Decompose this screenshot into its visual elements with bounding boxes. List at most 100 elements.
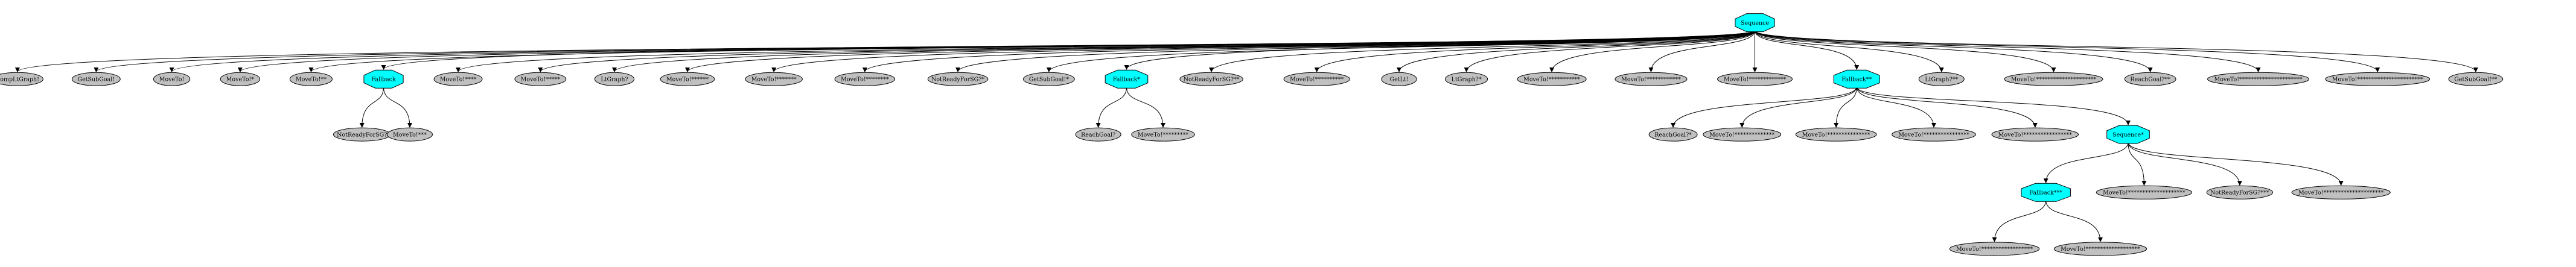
node-label: MoveTo!********************* [2298, 190, 2384, 196]
edge-seq_root-n11 [862, 30, 1756, 73]
node-label: Sequence* [2112, 131, 2144, 138]
edge-fb2-f2a [1095, 87, 1127, 128]
leaf-node-f3a: ReachGoal?* [1648, 127, 1698, 142]
node-label: LtGraph?* [1452, 77, 1482, 83]
node-label: Fallback* [1113, 77, 1141, 83]
ellipse-shape [2448, 72, 2504, 86]
octagon-shape [1833, 69, 1880, 89]
edge-seq_root-n26 [1755, 30, 2478, 73]
edge-fb3-f3c [1834, 87, 1857, 128]
leaf-node-n1: CompLtGraph! [0, 72, 43, 86]
leaf-node-n5: MoveTo!** [289, 72, 333, 86]
edges-layer [15, 30, 2478, 242]
control-node-fb2: Fallback* [1105, 69, 1149, 89]
edge-seq_root-n15 [1314, 30, 1756, 73]
node-label: GetSubGoal! [78, 77, 115, 83]
node-label: GetSubGoal!** [2454, 77, 2497, 83]
edge-seq_root-fb1 [381, 30, 1756, 71]
node-label: MoveTo!******** [841, 77, 889, 83]
edge-seq_root-fb2 [1124, 30, 1756, 71]
leaf-node-f4a: MoveTo!****************** [1949, 242, 2040, 256]
edge-fb2-f2b [1126, 87, 1165, 128]
node-label: MoveTo!********************** [2214, 77, 2302, 83]
edge-fb4-f4a [1992, 200, 2047, 242]
ellipse-shape [2004, 72, 2103, 86]
leaf-node-f1b: MoveTo!*** [386, 127, 433, 142]
ellipse-shape [2207, 72, 2310, 86]
control-node-fb1: Fallback [363, 69, 404, 89]
leaf-node-n17: LtGraph?* [1445, 72, 1488, 86]
node-label: Fallback*** [2029, 190, 2062, 196]
edge-seq_root-n19 [1648, 30, 1756, 73]
leaf-node-n21: LtGraph?** [1918, 72, 1965, 86]
edge-fb4-f4b [2045, 200, 2103, 242]
leaf-node-n15: MoveTo!********** [1283, 72, 1350, 86]
node-label: MoveTo! [159, 77, 185, 83]
ellipse-shape [1918, 72, 1965, 86]
node-label: MoveTo!*** [393, 131, 427, 138]
node-label: MoveTo!**** [440, 77, 477, 83]
leaf-node-n4: MoveTo!* [220, 72, 260, 86]
leaf-node-n7: MoveTo!***** [514, 72, 567, 86]
leaf-node-n11: MoveTo!******** [834, 72, 896, 86]
node-label: LtGraph? [601, 77, 628, 83]
node-label: Sequence [1741, 20, 1769, 27]
control-node-seq2: Sequence* [2106, 125, 2150, 144]
ellipse-shape [289, 72, 333, 86]
edge-seq2-s2a [2128, 142, 2147, 186]
edge-fb3-f3d [1856, 87, 1936, 128]
edge-seq_root-n23 [1755, 30, 2153, 73]
leaf-node-n23: ReachGoal?** [2124, 72, 2176, 86]
edge-seq_root-n25 [1755, 30, 2380, 73]
node-label: MoveTo!******************** [2103, 190, 2185, 196]
edge-seq_root-n10 [771, 30, 1756, 73]
node-label: MoveTo!** [296, 77, 327, 83]
leaf-node-f3d: MoveTo!**************** [1892, 127, 1976, 142]
control-node-seq_root: Sequence [1735, 13, 1775, 33]
node-label: Fallback** [1841, 77, 1872, 83]
node-label: MoveTo!****************** [1956, 246, 2033, 253]
ellipse-shape [1075, 127, 1121, 142]
octagon-shape [1735, 13, 1775, 33]
node-label: NotReadyForSG? [337, 131, 387, 138]
node-label: MoveTo!* [226, 77, 255, 83]
ellipse-shape [1445, 72, 1488, 86]
node-label: MoveTo!**************** [1898, 131, 1969, 138]
ellipse-shape [1131, 127, 1195, 142]
edge-seq_root-n16 [1397, 30, 1756, 73]
node-label: MoveTo!*********** [1523, 77, 1580, 83]
node-label: MoveTo!************ [1621, 77, 1681, 83]
node-label: MoveTo!********* [1138, 131, 1189, 138]
edge-seq_root-fb3 [1755, 30, 1860, 71]
ellipse-shape [2325, 72, 2431, 86]
node-label: NotReadyForSG?*** [2210, 190, 2269, 196]
control-node-fb4: Fallback*** [2021, 183, 2071, 202]
octagon-shape [2021, 183, 2071, 202]
ellipse-shape [1892, 127, 1976, 142]
node-label: MoveTo!*************** [1802, 131, 1870, 138]
ellipse-shape [2124, 72, 2176, 86]
edge-seq_root-n22 [1755, 30, 2056, 73]
ellipse-shape [1648, 127, 1698, 142]
node-label: CompLtGraph! [0, 77, 39, 83]
edge-seq_root-n17 [1464, 30, 1756, 73]
ellipse-shape [1717, 72, 1793, 86]
ellipse-shape [2096, 185, 2193, 199]
ellipse-shape [927, 72, 989, 86]
leaf-node-f3e: MoveTo!***************** [1991, 127, 2079, 142]
edge-fb3-f3e [1856, 87, 2038, 128]
leaf-node-n20: MoveTo!************* [1717, 72, 1793, 86]
leaf-node-f4b: MoveTo!******************* [2053, 242, 2147, 256]
node-label: GetLt! [1390, 77, 1409, 83]
leaf-node-n8: LtGraph? [594, 72, 635, 86]
ellipse-shape [1022, 72, 1075, 86]
ellipse-shape [660, 72, 715, 86]
edge-seq_root-n18 [1549, 30, 1756, 73]
leaf-node-s2c: MoveTo!********************* [2291, 185, 2391, 199]
edge-seq2-s2b [2128, 142, 2242, 186]
ellipse-shape [153, 72, 191, 86]
edge-seq_root-n5 [308, 30, 1756, 73]
node-label: ReachGoal?** [2130, 77, 2170, 83]
ellipse-shape [2053, 242, 2147, 256]
